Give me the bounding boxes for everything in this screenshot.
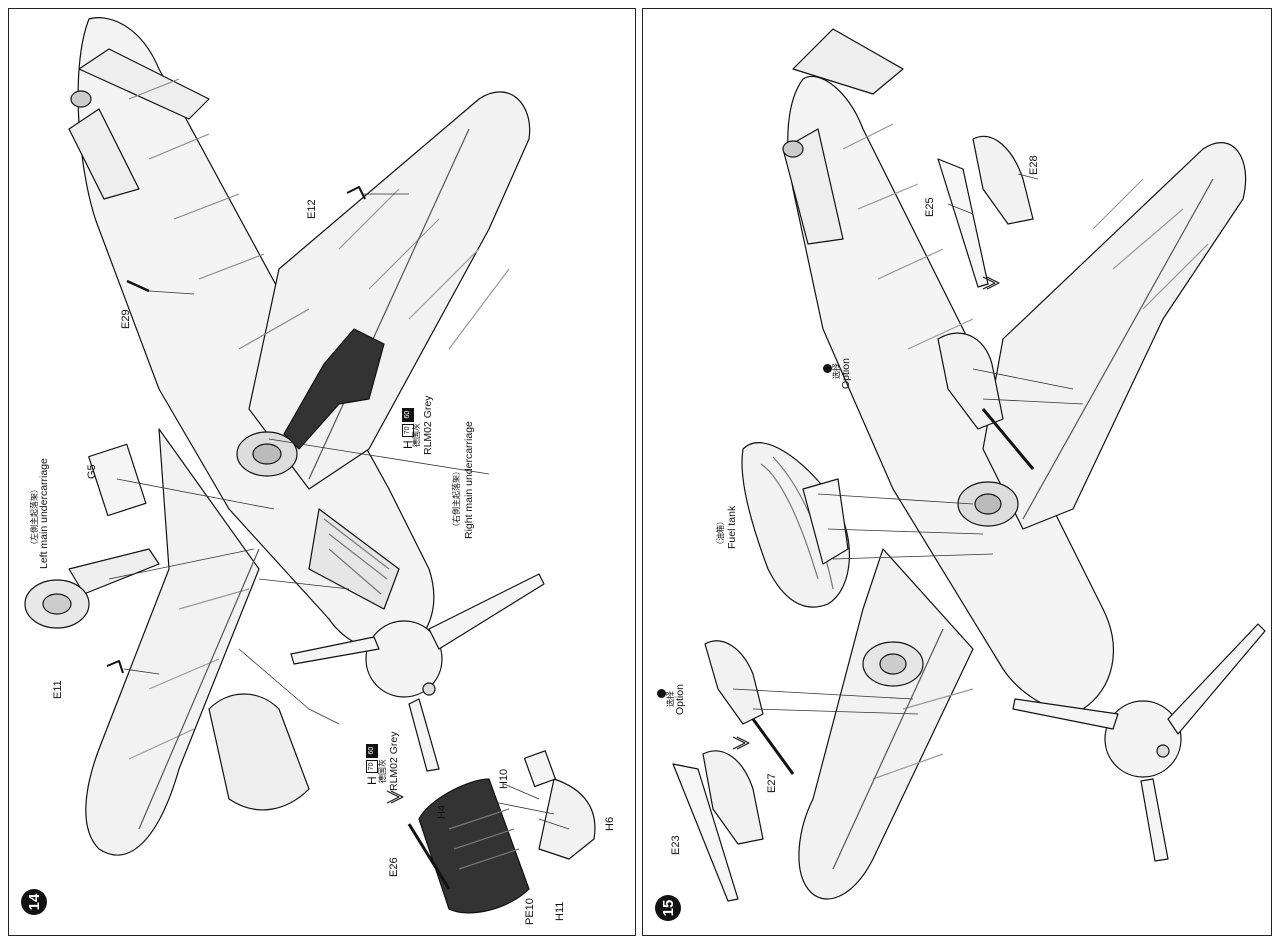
label-pe10: PE10 bbox=[524, 898, 536, 925]
part-e25 bbox=[937, 158, 989, 288]
step-14-panel: 14 E12 E29 G5 E11 （左側主起落架） Left main und… bbox=[8, 8, 636, 936]
spinner bbox=[1104, 700, 1182, 778]
propeller-blade-down bbox=[1140, 778, 1169, 862]
step-14-drawing bbox=[24, 17, 596, 914]
engine bbox=[308, 508, 400, 610]
spinner bbox=[365, 620, 443, 698]
part-e23 bbox=[672, 763, 739, 902]
part-h6 bbox=[538, 778, 596, 860]
paint-code-1: 70 bbox=[366, 759, 378, 774]
engine-cover-h4 bbox=[418, 778, 530, 914]
label-e12: E12 bbox=[306, 199, 318, 219]
paint-code-2: 60 bbox=[402, 407, 414, 422]
dark-gear-door bbox=[283, 328, 385, 450]
label-h10: H10 bbox=[498, 768, 510, 789]
left-undercarriage-leg bbox=[68, 548, 160, 595]
label-e28: E28 bbox=[1028, 155, 1040, 175]
label-e23: E23 bbox=[670, 835, 682, 855]
part-e26 bbox=[407, 823, 451, 890]
label-h6: H6 bbox=[604, 816, 616, 831]
label-e26: E26 bbox=[388, 857, 400, 877]
left-wing-outline bbox=[85, 428, 260, 856]
paint-letter: H bbox=[365, 776, 379, 785]
tail-outline bbox=[782, 28, 904, 245]
option-badge-upper bbox=[823, 364, 832, 373]
paint-cn-lower: 德国灰 bbox=[378, 759, 387, 783]
left-wing-outline bbox=[798, 548, 974, 900]
propeller-blade-up bbox=[428, 573, 545, 650]
paint-en-lower: RLM02 Grey bbox=[388, 731, 400, 791]
tank-rack bbox=[802, 478, 849, 565]
step-15-panel: 15 E28 E25 E27 E23 选择 Option （油箱） Fuel t… bbox=[642, 8, 1272, 936]
label-g5: G5 bbox=[86, 464, 98, 479]
step-15-drawing bbox=[672, 28, 1266, 902]
paint-callout-rlm02-lower: H 70 60 bbox=[365, 743, 379, 785]
part-h10 bbox=[523, 750, 557, 788]
lower-gun-pod bbox=[704, 640, 764, 725]
fuel-tank-cn: （油箱） bbox=[716, 517, 725, 549]
propeller-blade-left bbox=[290, 636, 380, 665]
step-number-14: 14 bbox=[21, 889, 47, 915]
label-e29: E29 bbox=[120, 309, 132, 329]
fuel-tank bbox=[741, 442, 850, 608]
part-e28 bbox=[972, 135, 1034, 225]
right-undercarriage-label: Right main undercarriage bbox=[463, 421, 475, 539]
option-en-upper: Option bbox=[840, 358, 852, 389]
paint-code-2: 60 bbox=[366, 743, 378, 758]
label-e11: E11 bbox=[52, 680, 64, 699]
part-e12 bbox=[346, 186, 366, 200]
label-h11: H11 bbox=[554, 901, 566, 921]
cowling-panel bbox=[208, 693, 310, 811]
part-e11 bbox=[106, 660, 124, 674]
label-e27: E27 bbox=[766, 773, 778, 793]
fuel-tank-label: Fuel tank bbox=[726, 505, 738, 549]
tail-outline bbox=[68, 48, 210, 200]
option-en-lower: Option bbox=[674, 684, 686, 715]
step-number-15: 15 bbox=[655, 895, 681, 921]
paint-cn-upper: 德国灰 bbox=[412, 423, 421, 447]
part-e27 bbox=[702, 750, 764, 845]
paint-en-upper: RLM02 Grey bbox=[422, 395, 434, 455]
propeller-blade-up bbox=[1167, 623, 1266, 735]
part-g5 bbox=[88, 443, 147, 517]
propeller-blade-down bbox=[408, 698, 440, 772]
label-e25: E25 bbox=[924, 197, 936, 217]
part-e29 bbox=[126, 279, 150, 293]
label-h4: H4 bbox=[436, 804, 448, 819]
option-badge-lower bbox=[657, 689, 666, 698]
right-undercarriage-cn: （右側主起落架） bbox=[452, 467, 461, 531]
left-undercarriage-label: Left main undercarriage bbox=[38, 458, 50, 569]
propeller-blade-left bbox=[1012, 698, 1119, 730]
